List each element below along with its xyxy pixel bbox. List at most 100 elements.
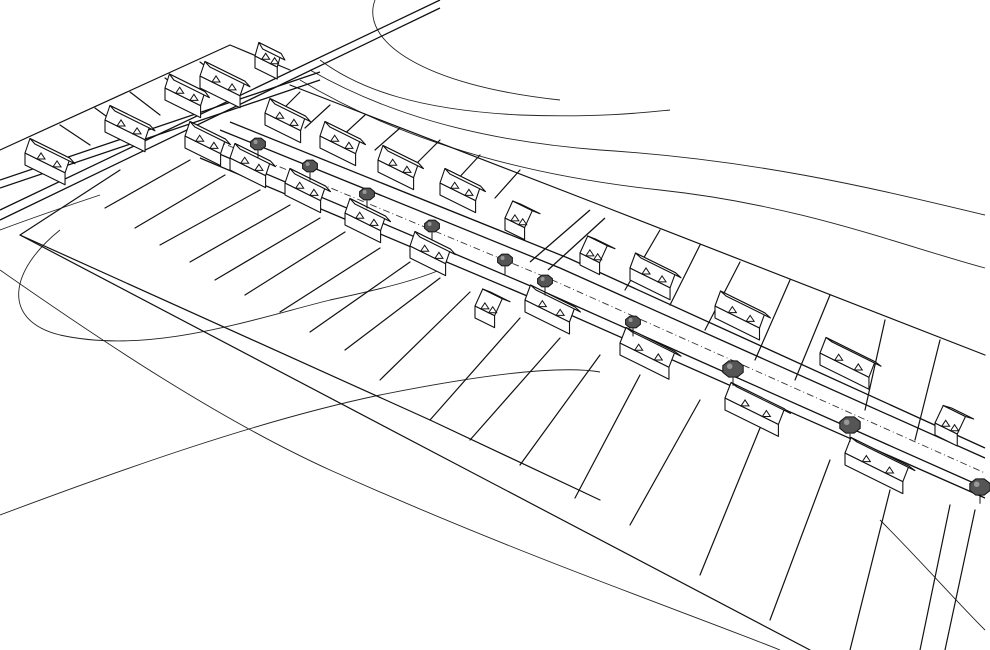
lot-line — [574, 374, 641, 499]
lot-line — [279, 247, 381, 313]
house-gable — [853, 363, 864, 371]
house-gable — [584, 249, 595, 257]
house-corner-1 — [504, 200, 541, 241]
house-gable — [194, 134, 205, 142]
street-tree-3 — [359, 187, 375, 209]
house-gable — [239, 156, 250, 164]
house-gable — [294, 181, 305, 189]
house-corner-4 — [934, 404, 975, 447]
street-tree-4 — [424, 219, 440, 241]
lot-line — [849, 489, 891, 650]
street-tree-10 — [969, 478, 990, 504]
house-roof-back — [634, 252, 682, 279]
house-gable — [641, 267, 651, 275]
contour-line-7 — [0, 269, 781, 650]
tree-canopy — [424, 219, 440, 233]
house-gable — [188, 93, 199, 101]
house-roof-back — [324, 120, 367, 146]
lot-line — [919, 504, 951, 650]
house-gable — [487, 305, 498, 314]
main-road — [0, 0, 441, 221]
house-roof-back — [482, 288, 511, 303]
house-gable — [761, 409, 772, 417]
house-gable — [253, 163, 264, 171]
street-tree-9 — [839, 416, 861, 442]
house-gable — [269, 56, 280, 65]
house-roof-back — [625, 326, 682, 357]
contour-line-6 — [0, 369, 601, 516]
house-gable — [657, 274, 667, 283]
street-tree-5 — [497, 253, 513, 275]
lot-line — [769, 459, 831, 621]
street-tree-8 — [722, 360, 744, 386]
tree-canopy — [359, 187, 375, 201]
house-corner-3 — [474, 288, 511, 329]
lot-line — [344, 277, 441, 351]
house-south-2 — [229, 142, 277, 189]
house-gable — [288, 118, 299, 126]
house-gable — [329, 134, 340, 142]
house-roof-back — [168, 73, 210, 99]
house-roof-back — [109, 104, 156, 132]
contour-line-3 — [299, 79, 986, 269]
house-roof-back — [730, 381, 792, 414]
house-gable — [368, 218, 379, 226]
lot-line — [379, 291, 471, 381]
lot-line — [469, 337, 561, 441]
lot-line — [134, 174, 226, 229]
house-south-5 — [409, 230, 457, 277]
house-roof-back — [825, 336, 882, 367]
house-gable — [633, 343, 644, 351]
house-roof-back — [258, 41, 286, 61]
house-south-8 — [724, 381, 792, 437]
house-gable — [555, 308, 566, 316]
houses-layer — [24, 41, 975, 495]
house-gable — [52, 159, 62, 168]
house-gable — [653, 353, 664, 361]
house-gable — [940, 419, 951, 427]
lot-line — [309, 261, 411, 333]
lot-line — [214, 217, 321, 281]
street-tree-7 — [625, 315, 641, 337]
lot-line — [104, 159, 191, 209]
contour-line-5 — [18, 229, 441, 342]
house-roof-back — [234, 142, 277, 168]
tree-canopy — [497, 253, 513, 267]
tree-highlight — [305, 162, 310, 166]
house-gable — [884, 466, 895, 474]
main-road-edge-a — [0, 0, 441, 211]
lot-line — [669, 244, 701, 306]
house-cluster-1 — [24, 137, 76, 186]
house-gable — [419, 244, 430, 252]
house-gable — [308, 188, 319, 196]
house-gable — [537, 299, 548, 308]
house-gable — [745, 314, 756, 322]
house-gable — [387, 158, 398, 166]
house-roof-back — [349, 197, 392, 223]
house-roof-back — [719, 290, 772, 319]
house-gable — [861, 454, 872, 463]
house-north-6 — [714, 290, 772, 341]
tree-highlight — [843, 419, 850, 425]
house-roof-back — [204, 60, 251, 88]
contour-line-4 — [372, 0, 561, 101]
house-gable — [509, 214, 520, 222]
house-gable — [354, 211, 365, 219]
tree-canopy — [722, 360, 744, 378]
house-roof-back — [942, 404, 975, 420]
house-roof-back — [269, 97, 312, 123]
street-centerline — [214, 139, 986, 474]
house-gable — [401, 165, 412, 173]
north-rear-line — [289, 84, 986, 356]
lot-line — [494, 169, 521, 199]
house-roof-back — [414, 230, 457, 256]
house-gable — [479, 302, 490, 310]
house-gable — [592, 252, 603, 261]
house-roof-back — [850, 436, 916, 472]
lot-line — [794, 294, 831, 381]
street-tree-1 — [250, 137, 266, 159]
house-roof-back — [512, 200, 541, 215]
house-gable — [517, 217, 528, 226]
house-north-7 — [819, 336, 882, 390]
house-gable — [260, 52, 271, 60]
